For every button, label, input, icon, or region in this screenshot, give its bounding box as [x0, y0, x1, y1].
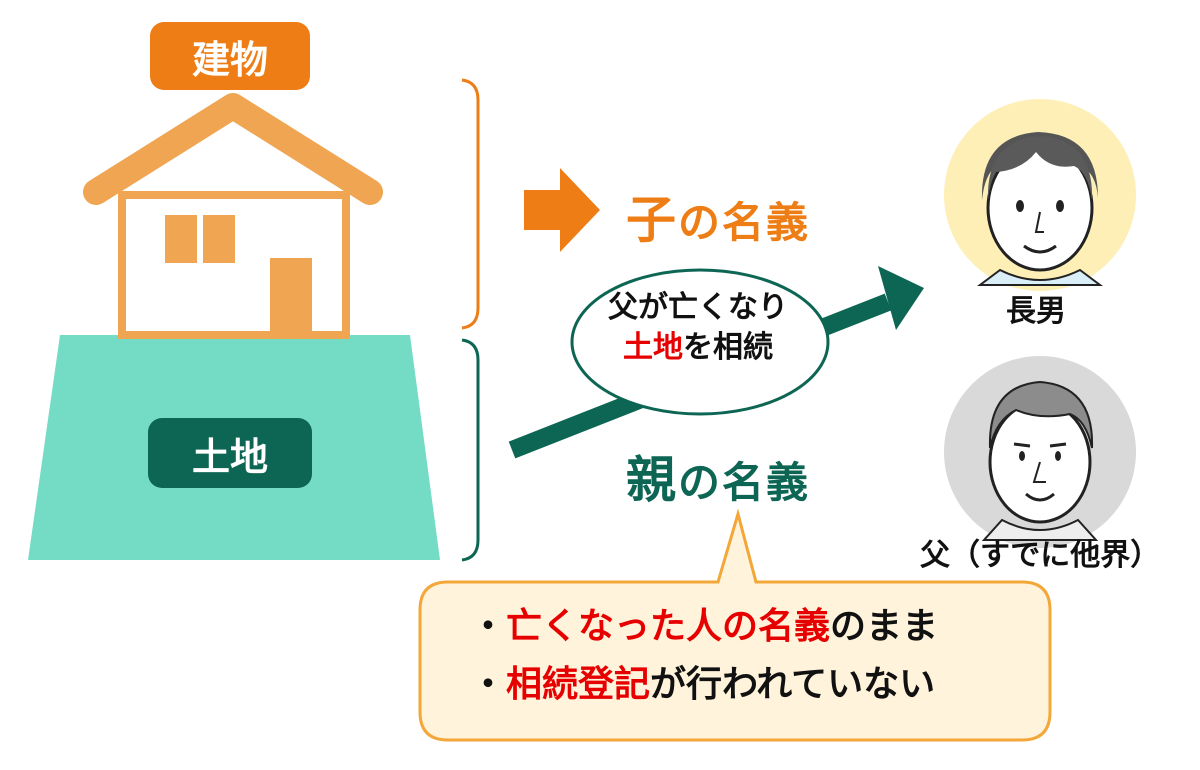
note-bullet-1: ・: [470, 606, 507, 647]
eldest-son-label: 長男: [1006, 294, 1066, 329]
house-door: [270, 258, 312, 335]
bubble-highlight: 土地: [623, 330, 683, 365]
father-label: 父（すでに他界）: [920, 538, 1161, 573]
building-brace: [461, 78, 480, 330]
building-label: 建物: [150, 22, 310, 90]
bubble-rest: を相続: [683, 330, 773, 365]
land-label: 土地: [148, 418, 312, 488]
note-text: ・亡くなった人の名義のまま ・相続登記が行われていない: [470, 598, 938, 714]
child-name-heading: 子の名義: [626, 180, 810, 252]
bubble-line-2: 土地を相続: [580, 328, 816, 368]
note-bullet-2: ・: [470, 664, 507, 705]
note-highlight-1: 亡くなった人の名義: [506, 606, 831, 647]
house-icon: [83, 93, 383, 339]
eldest-son-avatar: [944, 99, 1136, 291]
parent-name-head: 親: [626, 451, 678, 509]
orange-arrow-icon: [524, 168, 600, 252]
note-line-2: ・相続登記が行われていない: [470, 656, 938, 714]
father-avatar: [944, 356, 1136, 548]
note-callout: [418, 508, 1052, 742]
parent-name-tail: の名義: [678, 458, 811, 507]
inheritance-arrow-head: [878, 266, 924, 330]
child-name-head: 子: [626, 191, 678, 249]
note-line-1: ・亡くなった人の名義のまま: [470, 598, 938, 656]
note-highlight-2: 相続登記: [506, 664, 651, 705]
child-name-tail: の名義: [678, 198, 811, 247]
bubble-line-1: 父が亡くなり: [608, 290, 788, 325]
speech-bubble-text: 父が亡くなり 土地を相続: [580, 288, 816, 368]
note-rest-2: が行われていない: [650, 664, 936, 705]
parent-name-heading: 親の名義: [626, 440, 810, 512]
speech-bubble: [570, 268, 830, 416]
note-rest-1: のまま: [830, 606, 939, 647]
land-brace: [461, 338, 480, 562]
